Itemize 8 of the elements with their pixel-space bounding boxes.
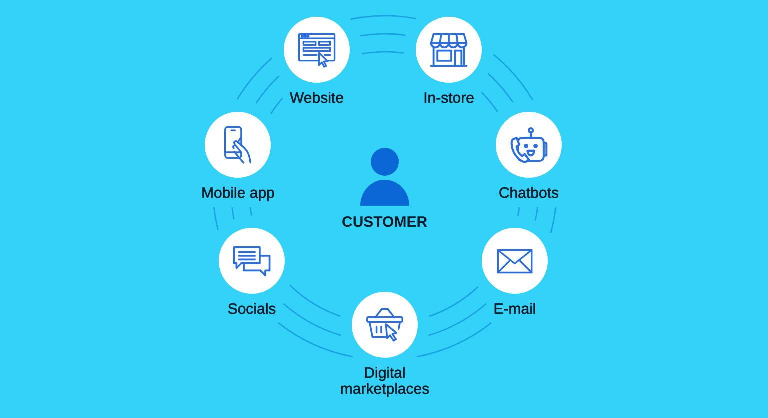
customer-label: CUSTOMER xyxy=(342,214,428,232)
channel-label: E-mail xyxy=(494,302,536,318)
channel-label: Mobile app xyxy=(202,186,275,202)
channel-label: Socials xyxy=(228,302,276,318)
channel-label: Digital marketplaces xyxy=(339,366,431,398)
channel-label: Chatbots xyxy=(498,186,560,202)
channel-label: In-store xyxy=(424,91,474,107)
channel-label: Website xyxy=(290,91,344,107)
